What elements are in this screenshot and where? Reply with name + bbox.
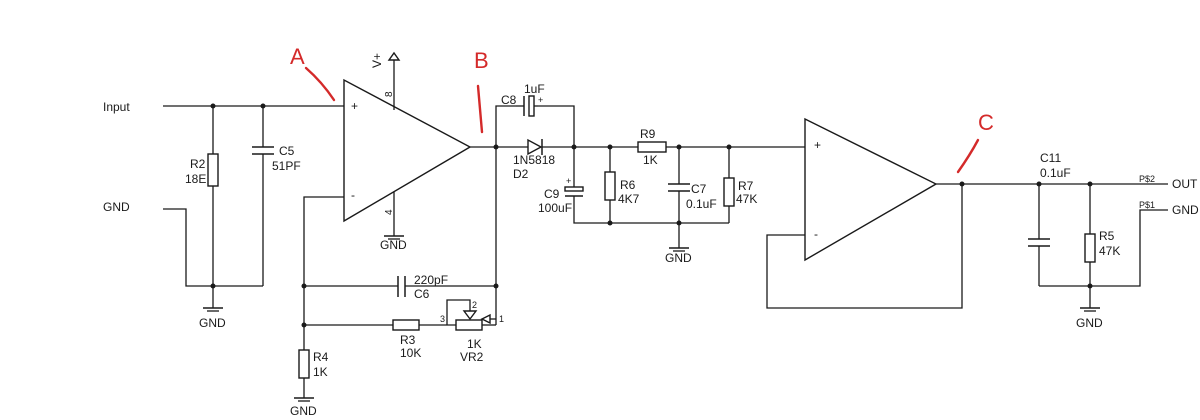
- capacitor-c7: C7 0.1uF: [668, 147, 717, 223]
- diode-d2: 1N5818 D2: [513, 138, 555, 181]
- opamp2-plus: +: [814, 138, 821, 152]
- pin-p1: P$1: [1139, 200, 1155, 210]
- input-net: Input: [103, 100, 344, 114]
- pin-p2: P$2: [1139, 174, 1155, 184]
- svg-text:+: +: [538, 95, 543, 105]
- resistor-r9: R9 1K: [637, 127, 667, 167]
- annotation-b: B: [474, 48, 489, 134]
- resistor-r6: R6 4K7: [604, 147, 640, 223]
- svg-text:2: 2: [472, 300, 477, 310]
- svg-text:GND: GND: [290, 404, 317, 418]
- capacitor-c11: C11 0.1uF: [1028, 151, 1071, 247]
- r4-name: R4: [313, 350, 329, 364]
- capacitor-c5: C5 51PF: [252, 106, 301, 286]
- c7-name: C7: [691, 182, 707, 196]
- d2-value: 1N5818: [513, 153, 555, 167]
- resistor-r7: R7 47K: [723, 147, 757, 223]
- c6-value: 220pF: [414, 273, 448, 287]
- resistor-r2: R2 18E: [185, 106, 219, 286]
- input-label: Input: [103, 100, 130, 114]
- gnd-input-label: GND: [103, 200, 130, 214]
- opamp1-minus: -: [351, 188, 355, 202]
- feedback-net: [301, 144, 499, 350]
- svg-text:A: A: [290, 44, 305, 69]
- c5-value: 51PF: [272, 159, 301, 173]
- c11-value: 0.1uF: [1040, 166, 1071, 180]
- rectifier-net: GND: [495, 105, 805, 265]
- svg-text:GND: GND: [199, 316, 226, 330]
- r3-name: R3: [400, 333, 416, 347]
- svg-text:1: 1: [499, 314, 504, 324]
- opamp1-pin4: 4: [384, 209, 395, 215]
- svg-text:+: +: [566, 176, 571, 186]
- r7-name: R7: [738, 179, 754, 193]
- resistor-r5: R5 47K: [1084, 184, 1120, 286]
- opamp-u1: + - V+ 8 4 GND: [343, 51, 472, 252]
- capacitor-c9: + C9 100uF: [538, 147, 584, 215]
- potentiometer-vr2: 3 2 1 1K VR2: [440, 299, 504, 364]
- r3-value: 10K: [400, 346, 421, 360]
- out-label: OUT: [1172, 177, 1198, 191]
- annotation-c: C: [956, 110, 994, 174]
- c8-value: 1uF: [524, 82, 545, 96]
- c7-value: 0.1uF: [686, 197, 717, 211]
- r6-name: R6: [620, 178, 636, 192]
- r5-value: 47K: [1099, 244, 1120, 258]
- c9-value: 100uF: [538, 201, 572, 215]
- svg-text:GND: GND: [665, 251, 692, 265]
- c8-name: C8: [501, 93, 517, 107]
- vr2-value: 1K: [467, 337, 482, 351]
- svg-text:3: 3: [440, 314, 445, 324]
- svg-text:GND: GND: [380, 238, 407, 252]
- opamp1-plus: +: [351, 99, 358, 113]
- gnd-output-label: GND: [1172, 203, 1199, 217]
- r7-value: 47K: [736, 192, 757, 206]
- r9-value: 1K: [643, 153, 658, 167]
- opamp-u2: + -: [766, 117, 1168, 309]
- ground-symbol: GND: [199, 307, 226, 330]
- r2-name: R2: [190, 157, 206, 171]
- svg-text:GND: GND: [1076, 316, 1103, 330]
- svg-text:B: B: [474, 48, 489, 73]
- resistor-r4: R4 1K GND: [290, 349, 329, 418]
- svg-text:C: C: [978, 110, 994, 135]
- c5-name: C5: [279, 144, 295, 158]
- r5-name: R5: [1099, 229, 1115, 243]
- vr2-name: VR2: [460, 350, 484, 364]
- r4-value: 1K: [313, 365, 328, 379]
- r6-value: 4K7: [618, 192, 640, 206]
- annotation-a: A: [290, 44, 336, 102]
- c9-name: C9: [544, 187, 560, 201]
- resistor-r3: R3 10K: [304, 319, 456, 360]
- r9-name: R9: [640, 127, 656, 141]
- capacitor-c6: 220pF C6: [397, 273, 448, 301]
- capacitor-c8: C8 1uF +: [501, 82, 545, 117]
- gnd-input-net: GND: [103, 200, 263, 308]
- d2-name: D2: [513, 167, 529, 181]
- opamp1-pin8: 8: [384, 91, 395, 97]
- r2-value: 18E: [185, 172, 206, 186]
- opamp2-minus: -: [814, 227, 818, 241]
- c11-name: C11: [1040, 151, 1061, 165]
- c6-name: C6: [414, 287, 430, 301]
- opamp1-supply-label: V+: [370, 53, 384, 68]
